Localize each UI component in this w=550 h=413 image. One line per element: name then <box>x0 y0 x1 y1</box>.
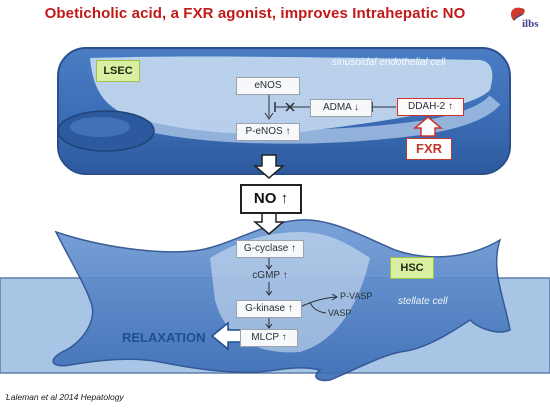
liver-logo-icon <box>511 7 525 22</box>
arrow-no-to-hsc <box>252 212 286 235</box>
x-mark-icon <box>285 102 295 112</box>
lsec-cell-label: sinusoidal endothelial cell <box>332 57 446 68</box>
peno-box: P-eNOS ↑ <box>236 123 300 141</box>
relaxation-label: RELAXATION <box>122 330 206 345</box>
arrow-vasp-pvasp <box>309 301 327 314</box>
hsc-cell-label: stellate cell <box>398 296 448 307</box>
vasp-label: VASP <box>328 308 352 318</box>
lsec-tag: LSEC <box>96 60 140 82</box>
page-title: Obeticholic acid, a FXR agonist, improve… <box>44 5 466 22</box>
ilbs-logo: ilbs <box>508 4 542 34</box>
gkinase-box: G-kinase ↑ <box>236 300 302 318</box>
arrow-gkinase-pvasp <box>299 296 337 308</box>
fxr-box: FXR <box>406 138 452 160</box>
adma-box: ADMA ↓ <box>310 99 372 117</box>
citation-mark: . <box>5 388 8 397</box>
lsec-inner-membrane <box>90 56 493 134</box>
cgmp-box: cGMP ↑ <box>252 270 288 281</box>
no-box: NO ↑ <box>240 184 302 214</box>
enos-box: eNOS <box>236 77 300 95</box>
hsc-tag: HSC <box>390 257 434 279</box>
mlcp-box: MLCP ↑ <box>240 329 298 347</box>
citation: Laleman et al 2014 Hepatology <box>6 392 124 402</box>
ddah-box: DDAH-2 ↑ <box>397 98 464 116</box>
logo-text: ilbs <box>522 18 539 30</box>
gcyclase-box: G-cyclase ↑ <box>236 240 304 258</box>
pvasp-label: P-VASP <box>340 291 373 301</box>
arrow-lsec-to-no <box>252 154 286 179</box>
arrow-fxr-up <box>412 116 444 137</box>
